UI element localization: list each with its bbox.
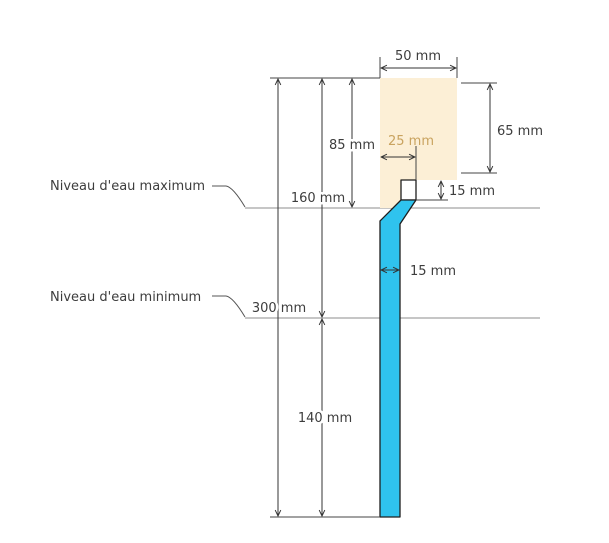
label-max-water-level: Niveau d'eau maximum xyxy=(50,179,205,194)
label-min-to-bottom: 140 mm xyxy=(298,411,352,426)
label-outlet-offset: 25 mm xyxy=(388,134,434,149)
reservoir-neck xyxy=(380,180,401,208)
label-top-to-max: 85 mm xyxy=(329,138,375,153)
label-total-height: 300 mm xyxy=(252,301,306,316)
tube-outlet xyxy=(400,179,417,201)
label-tube-width: 15 mm xyxy=(410,264,456,279)
label-reservoir-width: 50 mm xyxy=(395,49,441,64)
label-min-water-level: Niveau d'eau minimum xyxy=(50,290,201,305)
leader-min-water-level xyxy=(212,295,246,318)
label-reservoir-height: 65 mm xyxy=(497,124,543,139)
reservoir-body xyxy=(380,78,457,180)
water-tube xyxy=(379,199,417,518)
leader-max-water-level xyxy=(212,185,246,208)
label-top-to-min: 160 mm xyxy=(291,191,345,206)
label-outlet-height: 15 mm xyxy=(449,184,495,199)
